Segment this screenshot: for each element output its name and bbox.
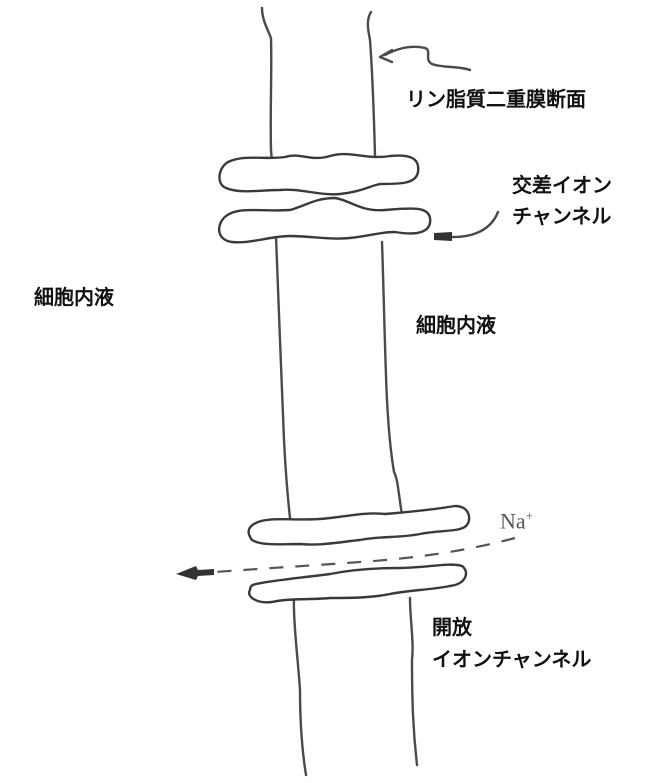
- na-ion-symbol: Na: [500, 508, 526, 534]
- open-channel-lower-protein: [247, 563, 468, 604]
- crossed-channel-lower-protein: [218, 196, 432, 244]
- membrane-right-line: [366, 10, 419, 767]
- na-flow-arrow-icon: [176, 566, 214, 580]
- membrane-left-line: [260, 6, 308, 777]
- open-channel-upper-protein: [247, 504, 471, 546]
- crossed-ion-channel-label-line1: 交差イオン: [512, 173, 612, 197]
- na-ion-path-dashed: [214, 536, 516, 574]
- open-ion-channel-label-line1: 開放: [432, 615, 472, 639]
- crossed-channel-upper-protein: [218, 152, 420, 196]
- intracellular-fluid-left-label: 細胞内液: [34, 285, 114, 309]
- na-ion-label: Na+: [500, 508, 533, 534]
- membrane-pointer-arrow-icon: [378, 45, 472, 72]
- open-ion-channel-label-line2: イオンチャンネル: [432, 647, 592, 671]
- crossed-ion-channel-label-line2: チャンネル: [512, 204, 612, 228]
- membrane-cross-section-label: リン脂質二重膜断面: [406, 87, 586, 111]
- na-ion-charge: +: [525, 508, 533, 523]
- intracellular-fluid-right-label: 細胞内液: [416, 313, 496, 337]
- crossed-channel-pointer-arrow-icon: [434, 210, 500, 241]
